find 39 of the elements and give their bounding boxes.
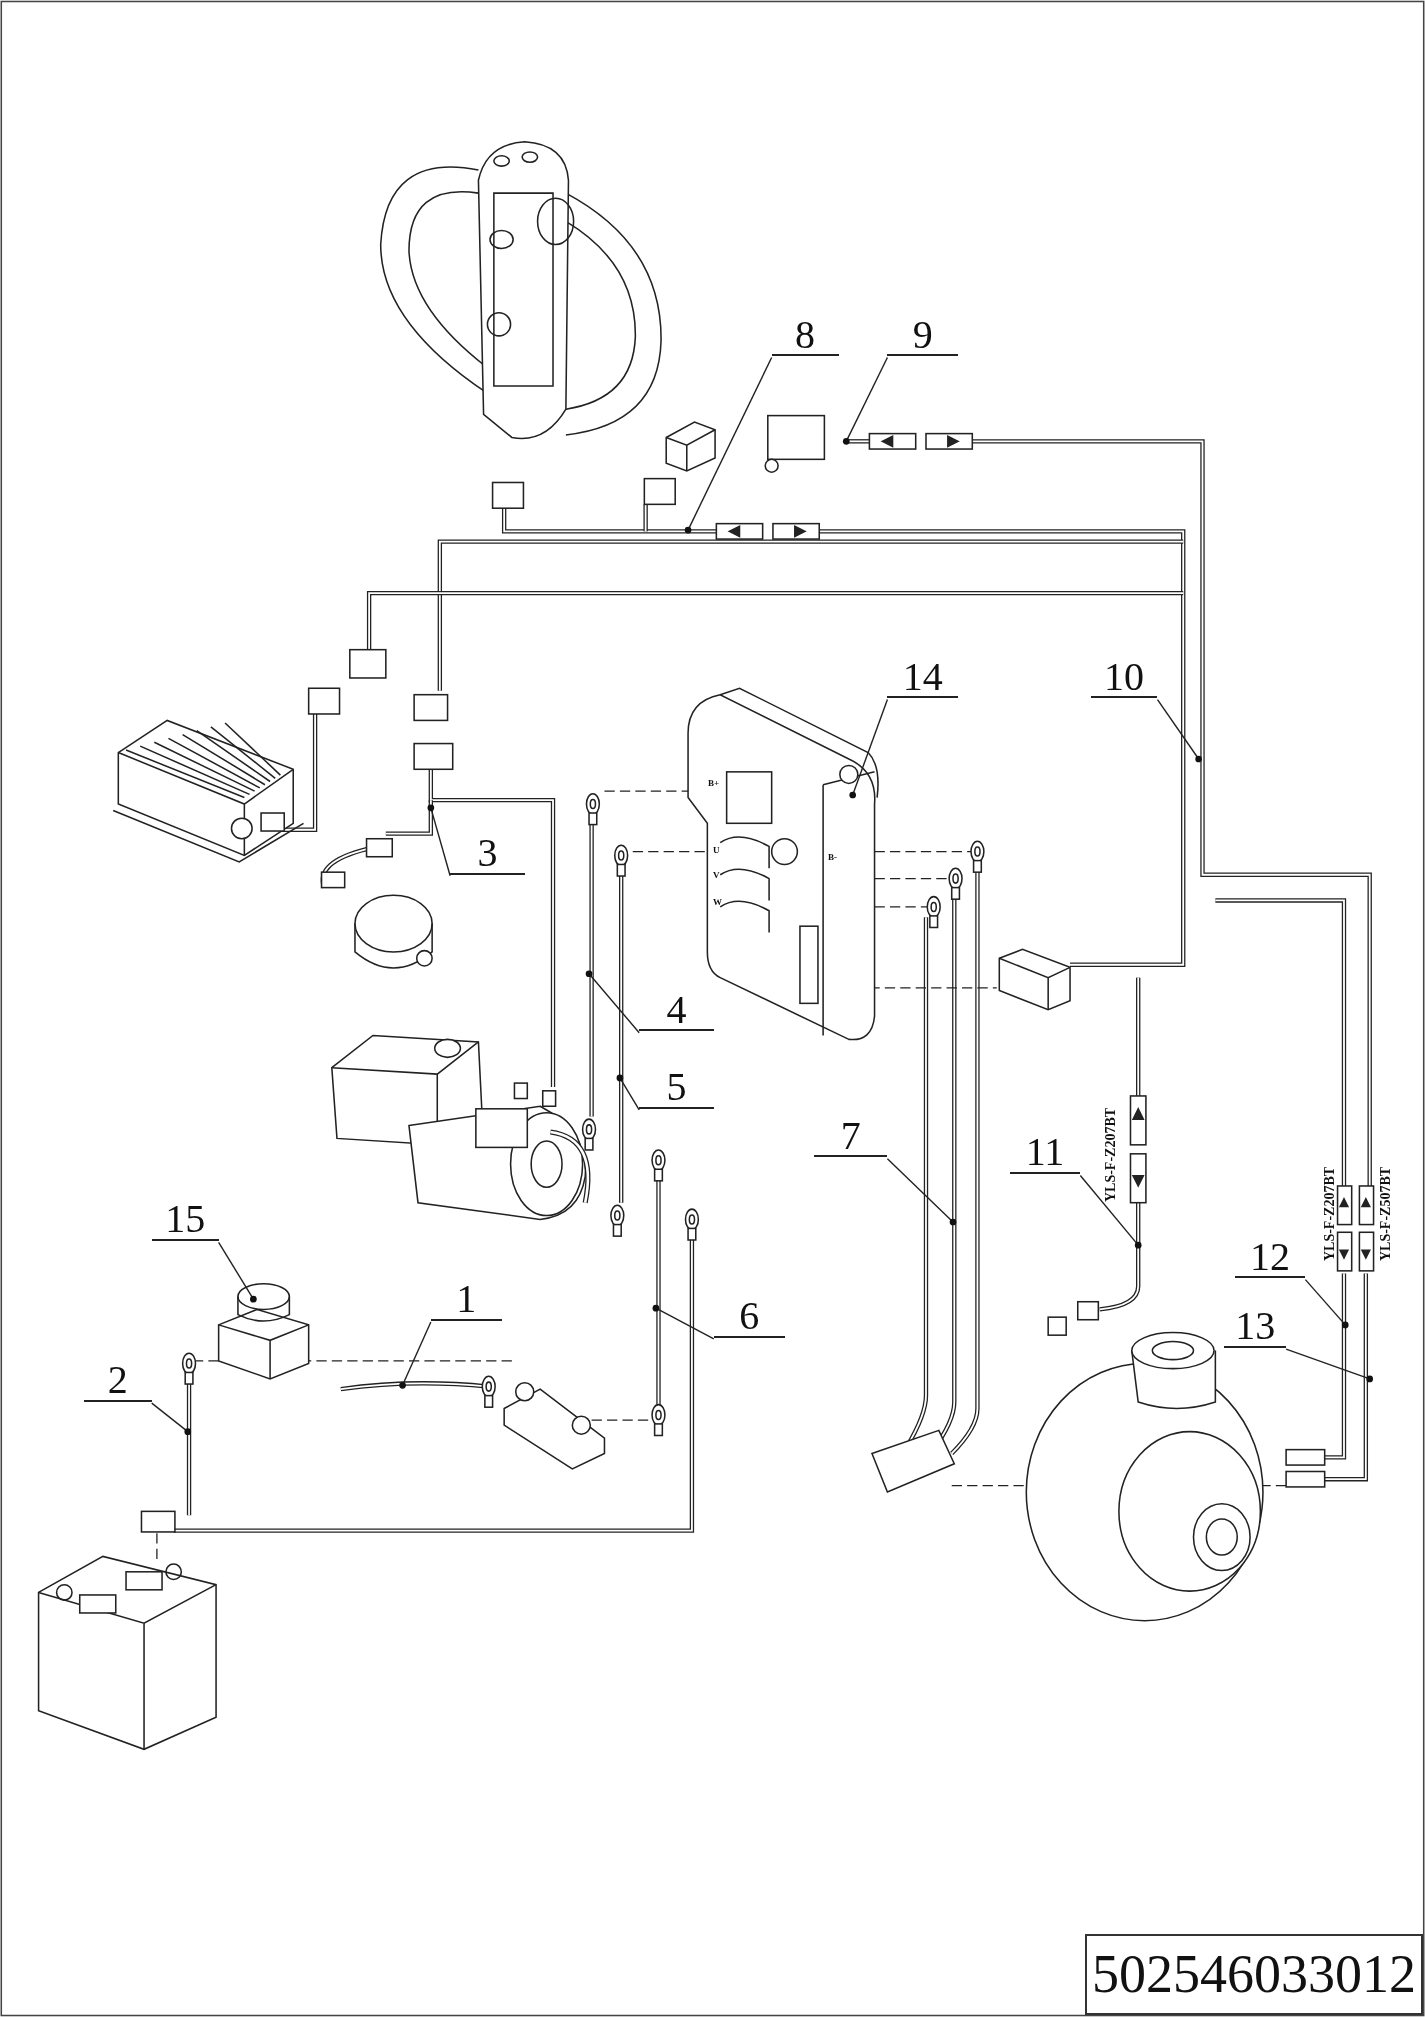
callout-number: 1 — [430, 1277, 502, 1321]
leader-line — [427, 804, 451, 877]
callout-number: 5 — [639, 1064, 714, 1109]
part-number: 502546033012 — [1084, 1934, 1423, 2015]
leader-line — [1156, 698, 1202, 763]
callout-number: 10 — [1090, 654, 1158, 699]
leader-line — [1079, 1174, 1142, 1249]
terminal-mark: V — [713, 870, 720, 880]
connector-code: YLS-F-Z207BT — [1103, 1107, 1119, 1203]
leader-line — [684, 356, 773, 534]
terminal-mark: W — [713, 897, 722, 907]
leader-line — [151, 1402, 192, 1435]
leader-line — [616, 1074, 640, 1111]
connector-code: YLS-F-Z207BT — [1322, 1166, 1338, 1262]
callout-number: 7 — [814, 1113, 888, 1158]
connector-code: YLS-F-Z507BT — [1378, 1166, 1394, 1262]
leader-line — [399, 1321, 432, 1389]
callout-number: 2 — [83, 1358, 152, 1402]
callout-number: 11 — [1009, 1130, 1081, 1175]
leader-line — [886, 1158, 957, 1226]
terminal-mark: B- — [828, 852, 837, 862]
leader-line — [652, 1304, 715, 1340]
callout-number: 14 — [887, 654, 959, 699]
callout-number: 6 — [713, 1293, 785, 1338]
leader-line — [842, 356, 889, 445]
terminal-mark: B+ — [708, 778, 720, 788]
callout-number: 13 — [1224, 1304, 1287, 1348]
callout-number: 8 — [771, 312, 839, 357]
callout-number: 12 — [1234, 1234, 1306, 1279]
leader-line — [1304, 1278, 1349, 1329]
leader-line — [585, 970, 640, 1034]
callout-number: 9 — [887, 312, 959, 357]
leader-line — [1285, 1348, 1374, 1383]
terminal-mark: U — [713, 845, 720, 855]
callout-number: 4 — [639, 987, 714, 1032]
leader-line — [217, 1241, 257, 1303]
callout-number: 3 — [450, 830, 525, 875]
callout-number: 15 — [151, 1197, 219, 1242]
leader-line — [849, 698, 889, 799]
